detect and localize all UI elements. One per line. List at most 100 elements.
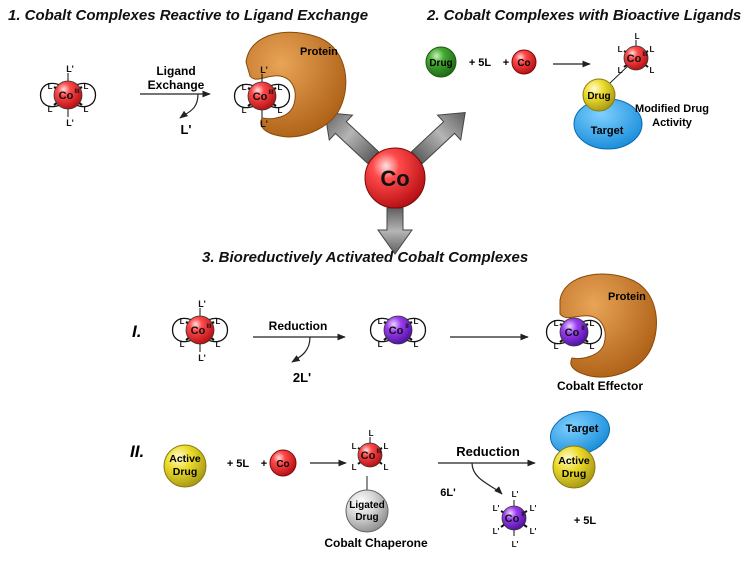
- arrow-to-panel-1: [324, 111, 380, 165]
- drug-label-yellow-panel2: Drug: [587, 91, 610, 102]
- ligated-drug-sphere: [345, 489, 389, 533]
- oxidation-state-label: III: [642, 52, 647, 58]
- panel2-plus-5l: + 5L: [469, 57, 492, 69]
- metal-label: Co: [253, 91, 268, 103]
- ligand-label: L': [493, 527, 500, 536]
- chelate-arc-left: [171, 317, 193, 343]
- cobalt-sphere-panel2: [511, 49, 537, 75]
- drug-cobalt-bond: [609, 63, 631, 84]
- ligand-label: L': [530, 527, 537, 536]
- oxidation-state-label: III: [376, 449, 381, 455]
- roman-numeral-ii: II.: [130, 442, 144, 461]
- row1-release-arrow: [291, 336, 311, 363]
- drug-sphere-green: [425, 46, 457, 78]
- target-label-row2: Target: [566, 423, 599, 435]
- ligand-label: L: [180, 340, 185, 349]
- row2-plus-5l: + 5L: [227, 458, 250, 470]
- ligand-label: L: [384, 442, 389, 451]
- chelate-arc-right: [207, 317, 229, 343]
- row2-plus: +: [261, 458, 267, 470]
- ligand-label: L: [216, 340, 221, 349]
- cobalt-iii-sphere: [357, 442, 383, 468]
- active-drug-left-label-1: Active: [169, 453, 201, 465]
- cobalt-iii-sphere: [247, 81, 277, 111]
- cobalt-ii-sphere: [383, 315, 413, 345]
- active-drug-right-label-1: Active: [558, 455, 590, 467]
- ligand-label: L: [384, 463, 389, 472]
- oxidation-state-label: II: [405, 324, 409, 330]
- chelate-arc-right: [581, 319, 603, 345]
- chelate-arc-right: [75, 82, 97, 108]
- ligand-label: L: [650, 66, 655, 75]
- ligand-label: L': [530, 504, 537, 513]
- metal-label: Co: [361, 450, 376, 462]
- row2-plus-5l-right: + 5L: [574, 515, 597, 527]
- center-arrows: Co: [324, 111, 466, 255]
- drug-label-green: Drug: [429, 58, 452, 69]
- ligand-label: L: [618, 66, 623, 75]
- modified-drug-label-2: Activity: [652, 117, 693, 129]
- co-label-row2: Co: [276, 459, 289, 470]
- metal-label: Co: [191, 325, 206, 337]
- ligand-label: L: [650, 45, 655, 54]
- active-drug-sphere-left: [163, 444, 207, 488]
- heading-panel-3: 3. Bioreductively Activated Cobalt Compl…: [202, 249, 529, 266]
- ligand-label: L: [84, 82, 89, 91]
- chelate-arc-left: [233, 83, 255, 109]
- ligand-label: L: [242, 83, 247, 92]
- ligand-label: L: [618, 45, 623, 54]
- metal-label: Co: [565, 327, 580, 339]
- row1-reduction-label: Reduction: [269, 319, 328, 333]
- cobalt-iii-sphere: [53, 80, 83, 110]
- ligand-label-bottom: L': [66, 118, 74, 128]
- co-label-panel2: Co: [517, 58, 530, 69]
- ligand-label: L: [414, 340, 419, 349]
- ligand-label: L: [216, 317, 221, 326]
- ligand-exchange-label-1: Ligand: [156, 64, 195, 78]
- ligand-label: L: [278, 83, 283, 92]
- drug-sphere-yellow-panel2: [582, 78, 616, 112]
- metal-label: Co: [389, 325, 404, 337]
- protein-shape-row1: [559, 273, 657, 378]
- ligand-label-bottom: L': [512, 540, 519, 549]
- cobalt-ii-sphere: [501, 505, 527, 531]
- oxidation-state-label: III: [74, 89, 79, 95]
- ligand-label: L: [378, 317, 383, 326]
- ligand-label: L: [554, 319, 559, 328]
- ligand-label-top: L: [635, 32, 640, 41]
- ligated-drug-label-2: Drug: [355, 512, 378, 523]
- oxidation-state-label: III: [206, 324, 211, 330]
- panel2-plus: +: [503, 57, 509, 69]
- cobalt-sphere-row2: [269, 449, 297, 477]
- modified-drug-label-1: Modified Drug: [635, 103, 709, 115]
- central-co-label: Co: [380, 166, 409, 191]
- cobalt-effector-caption: Cobalt Effector: [557, 379, 643, 393]
- row2-reduction-label: Reduction: [456, 444, 520, 459]
- ligand-label-top: L': [512, 490, 519, 499]
- chelate-arc-right: [269, 83, 291, 109]
- roman-numeral-i: I.: [132, 322, 141, 341]
- oxidation-state-label: II: [521, 512, 525, 518]
- protein-label-1: Protein: [300, 46, 338, 58]
- central-cobalt-sphere: [364, 147, 426, 209]
- metal-label: Co: [627, 53, 642, 65]
- chelate-arc-left: [369, 317, 391, 343]
- ligand-label: L: [242, 106, 247, 115]
- active-drug-sphere-right: [552, 445, 596, 489]
- chelate-arc-left: [545, 319, 567, 345]
- ligand-label: L: [590, 319, 595, 328]
- cobalt-iii-sphere: [623, 45, 649, 71]
- ligand-label: L: [278, 106, 283, 115]
- arrow-to-panel-2: [410, 111, 466, 165]
- heading-panel-2: 2. Cobalt Complexes with Bioactive Ligan…: [427, 7, 742, 24]
